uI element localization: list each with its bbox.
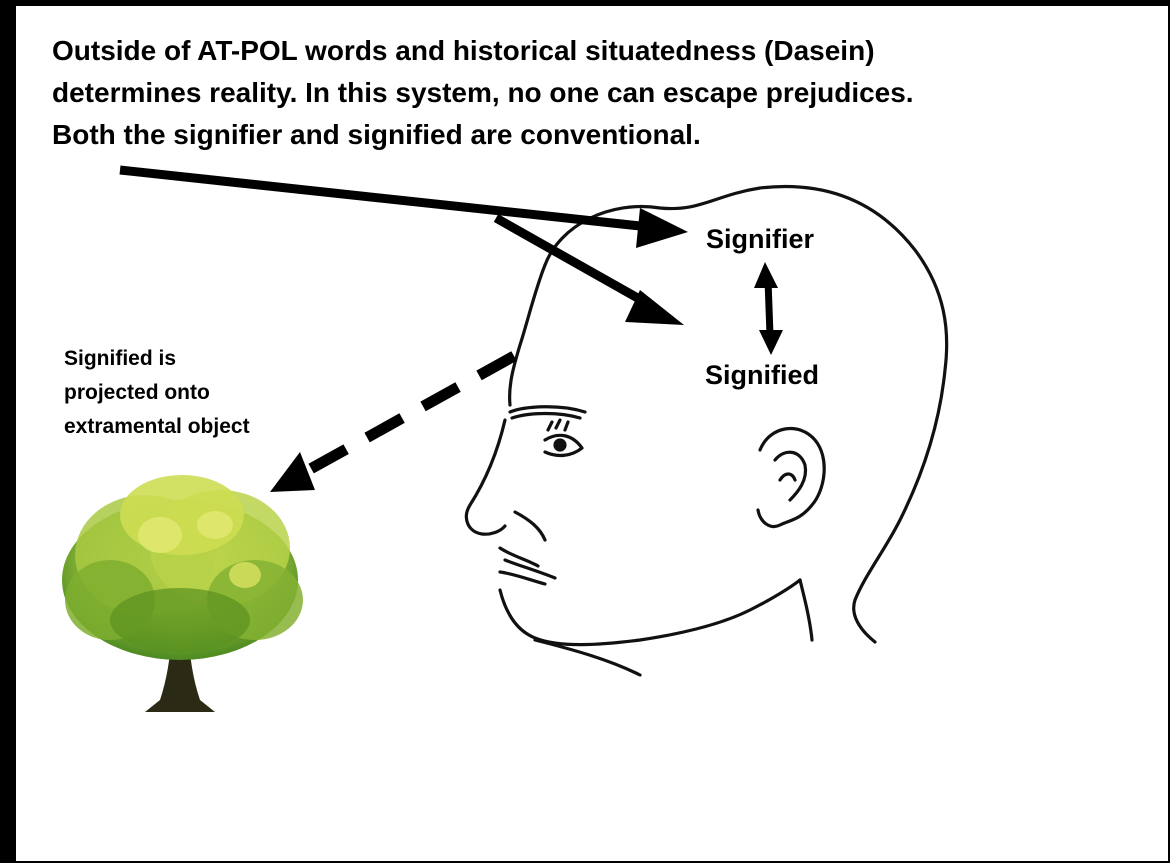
head-profile-icon bbox=[464, 184, 949, 677]
projection-dashed-arrow bbox=[270, 351, 517, 492]
signifier-signified-double-arrow bbox=[754, 262, 783, 355]
projection-note-line-1: Signified is bbox=[64, 347, 177, 370]
headline-line-3: Both the signifier and signified are con… bbox=[52, 119, 701, 150]
projection-note-line-3: extramental object bbox=[64, 415, 250, 438]
projection-note-line-2: projected onto bbox=[64, 381, 210, 404]
signifier-label: Signifier bbox=[706, 224, 815, 254]
tree-icon bbox=[62, 475, 303, 712]
headline-line-2: determines reality. In this system, no o… bbox=[52, 77, 914, 108]
headline-line-1: Outside of AT-POL words and historical s… bbox=[52, 35, 875, 66]
arrow-to-signifier bbox=[119, 165, 688, 248]
arrow-to-signified bbox=[493, 214, 684, 325]
headline-text: Outside of AT-POL words and historical s… bbox=[52, 30, 952, 156]
signified-label: Signified bbox=[705, 360, 819, 390]
projection-note: Signified is projected onto extramental … bbox=[64, 342, 250, 444]
